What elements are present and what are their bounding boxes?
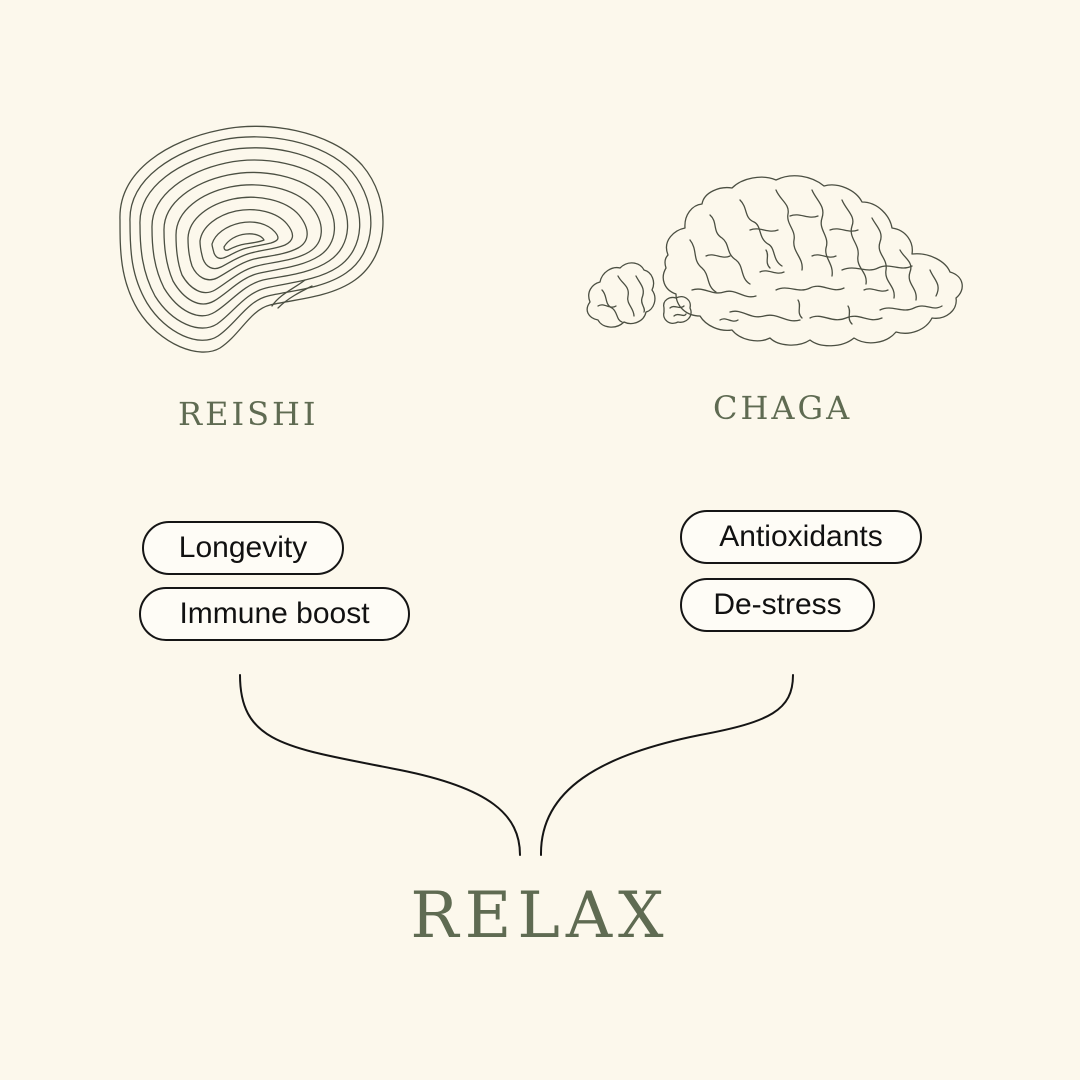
benefit-pill-de-stress: De-stress xyxy=(680,578,875,632)
chaga-mushroom-icon xyxy=(586,175,963,347)
result-label-relax: RELAX xyxy=(410,879,670,953)
connector-left xyxy=(239,674,521,856)
benefit-pill-longevity: Longevity xyxy=(142,521,344,575)
reishi-label: REISHI xyxy=(178,395,319,433)
benefit-pill-antioxidants: Antioxidants xyxy=(680,510,922,564)
connector-right xyxy=(539,674,794,856)
reishi-mushroom-icon xyxy=(119,125,384,353)
benefit-pill-immune-boost: Immune boost xyxy=(139,587,410,641)
chaga-label: CHAGA xyxy=(713,389,853,427)
